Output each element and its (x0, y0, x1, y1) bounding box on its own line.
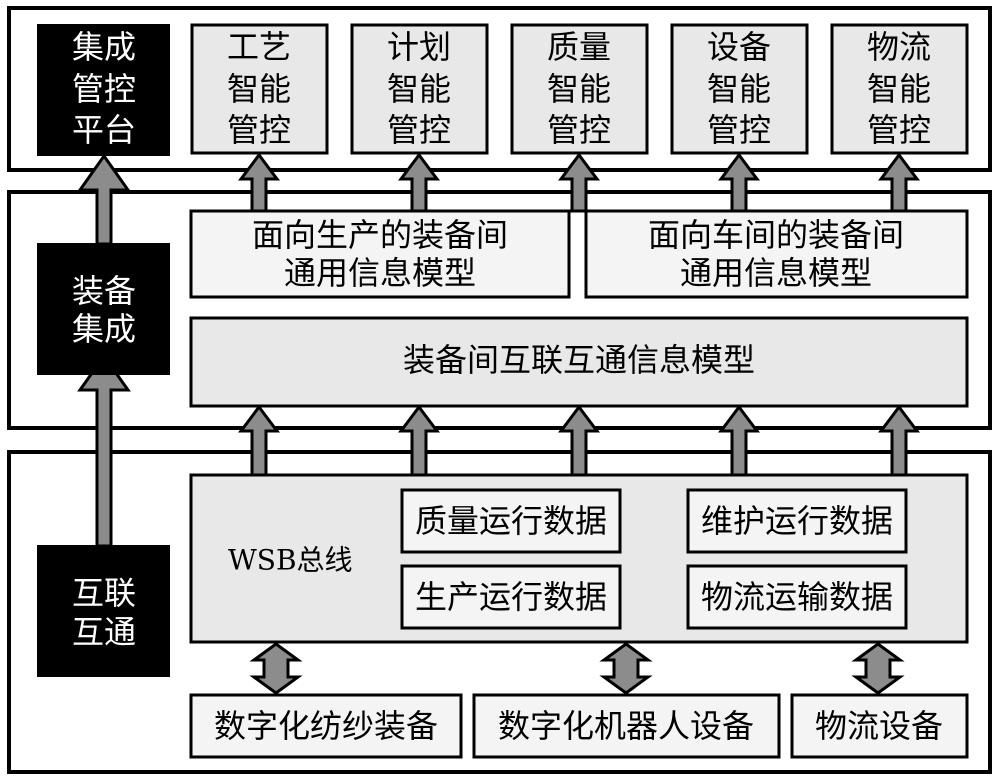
control-box (510, 23, 649, 155)
production-model-box (189, 209, 571, 299)
up-arrow-to-control (558, 152, 600, 213)
data-box-logistics-label: 物流运输数据 (701, 578, 893, 616)
production-model-line-1: 面向生产的装备间 (252, 216, 508, 254)
control-box-line-2: 智能 (387, 70, 451, 108)
workshop-model-box (584, 209, 969, 299)
platform-line-3: 平台 (72, 111, 136, 149)
device-spinning-label: 数字化纺纱装备 (214, 707, 438, 745)
bidirectional-arrow (599, 642, 653, 695)
control-box-line-1: 计划 (387, 28, 451, 66)
equipment-integration-line-1: 装备 (72, 272, 136, 310)
control-box (670, 23, 809, 155)
control-box-line-2: 智能 (227, 70, 291, 108)
data-box-production-label: 生产运行数据 (415, 578, 607, 616)
control-box-line-2: 智能 (547, 70, 611, 108)
left-arrow-upper (77, 153, 131, 246)
device-spinning-equipment (189, 693, 463, 759)
control-box-line-3: 管控 (867, 111, 931, 149)
data-box-quality (400, 488, 622, 554)
device-robot-equipment (472, 693, 781, 759)
up-arrow-to-control (878, 152, 920, 213)
control-box-line-3: 管控 (387, 111, 451, 149)
up-arrow-to-control (718, 152, 760, 213)
equipment-integration-box (37, 243, 170, 375)
wsb-bus-label: WSB总线 (228, 544, 353, 577)
up-arrow-to-interconnect-model (398, 404, 440, 477)
control-box (350, 23, 489, 155)
control-box-line-2: 智能 (707, 70, 771, 108)
control-box-line-1: 工艺 (227, 28, 291, 66)
control-box-line-3: 管控 (227, 111, 291, 149)
up-arrow-to-interconnect-model (718, 404, 760, 477)
bidirectional-arrow (249, 642, 303, 695)
up-arrow-to-interconnect-model (558, 404, 600, 477)
data-box-logistics (686, 564, 908, 630)
device-logistics-label: 物流设备 (815, 707, 943, 745)
control-box-line-3: 管控 (547, 111, 611, 149)
control-box-line-1: 质量 (547, 28, 611, 66)
data-box-maintenance-label: 维护运行数据 (701, 502, 893, 540)
control-box-line-3: 管控 (707, 111, 771, 149)
control-box (190, 23, 329, 155)
interconnection-line-2: 互通 (72, 613, 136, 651)
control-box (830, 23, 969, 155)
workshop-model-line-1: 面向车间的装备间 (648, 216, 904, 254)
top-layer-frame (7, 6, 992, 172)
bidirectional-arrow (851, 642, 905, 695)
platform-line-2: 管控 (72, 70, 136, 108)
control-box-line-1: 物流 (867, 28, 931, 66)
interconnection-box (37, 545, 170, 677)
interconnect-model-box (189, 316, 969, 408)
up-arrow-to-interconnect-model (878, 404, 920, 477)
device-logistics-equipment (790, 693, 969, 759)
integrated-control-platform-box (37, 24, 170, 156)
up-arrow-to-interconnect-model (238, 404, 280, 477)
equipment-integration-line-2: 集成 (72, 310, 136, 348)
data-box-quality-label: 质量运行数据 (415, 502, 607, 540)
device-robot-label: 数字化机器人设备 (498, 707, 754, 745)
interconnection-line-1: 互联 (72, 574, 136, 612)
data-box-production (400, 564, 622, 630)
platform-line-1: 集成 (72, 28, 136, 66)
interconnect-model-label: 装备间互联互通信息模型 (403, 341, 755, 379)
control-box-line-1: 设备 (707, 28, 771, 66)
workshop-model-line-2: 通用信息模型 (680, 254, 872, 292)
up-arrow-to-control (398, 152, 440, 213)
up-arrow-to-control (238, 152, 280, 213)
data-box-maintenance (686, 488, 908, 554)
production-model-line-2: 通用信息模型 (284, 254, 476, 292)
control-box-line-2: 智能 (867, 70, 931, 108)
